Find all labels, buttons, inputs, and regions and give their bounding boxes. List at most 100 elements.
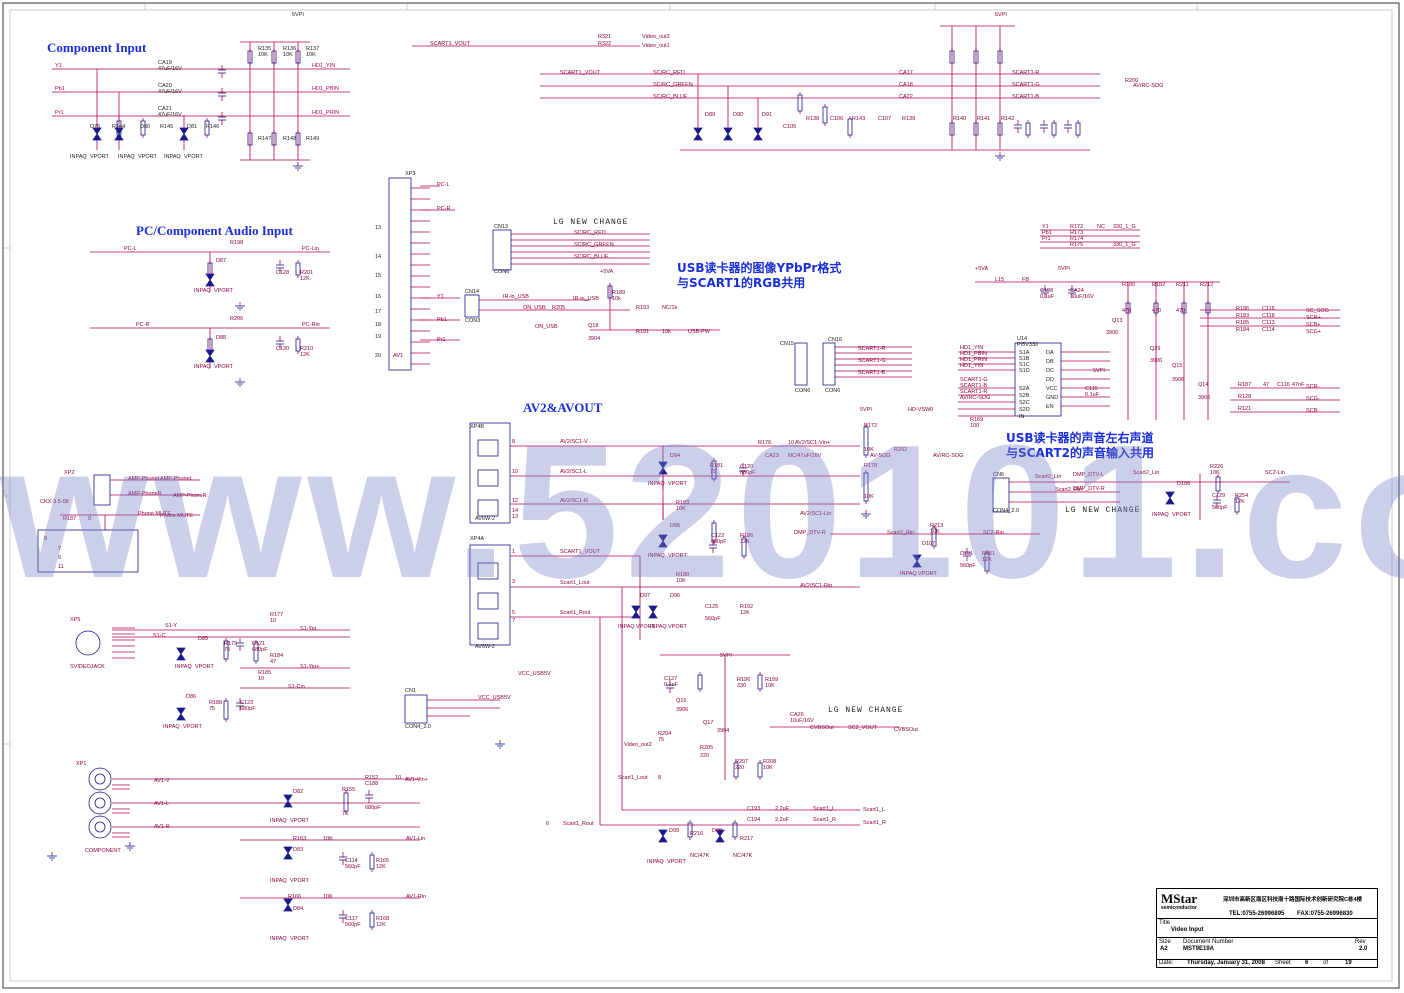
net-label: R135 (258, 46, 271, 52)
tvs-diode (283, 898, 293, 912)
net-label: INPAQ (270, 936, 287, 942)
resistor (271, 132, 277, 146)
net-label: Scart2_Rin (1055, 487, 1082, 493)
net-label: R201 (300, 270, 313, 276)
net-label: 20 (375, 353, 381, 359)
rca-jack (94, 773, 106, 785)
net-label: INPAQ (648, 553, 665, 559)
net-label: PI5V330 (1017, 342, 1038, 348)
net-label: C120 (740, 464, 753, 470)
net-label: D98 (712, 828, 722, 834)
net-label: 8 (658, 775, 661, 781)
net-label: R146 (206, 124, 219, 130)
net-label: R175 (1070, 242, 1083, 248)
net-label: AV6W-2 (475, 516, 495, 522)
net-label: HD1_YIN (960, 363, 983, 369)
net-label: 330_1_G (1113, 242, 1136, 248)
net-label: DMP_DTV-L (1073, 472, 1104, 478)
tvs-diode (631, 605, 641, 619)
section-title-av2-avout: AV2&AVOUT (523, 400, 603, 415)
net-label: R165 (376, 858, 389, 864)
connector-body (469, 422, 511, 524)
net-label: 15 (375, 273, 381, 279)
net-label: 18 (375, 322, 381, 328)
net-label: R190 (676, 572, 689, 578)
date-value: Thursday, January 31, 2008 (1187, 960, 1265, 966)
net-label: 2.2uF (775, 817, 790, 823)
tel: TEL:0755-26996895 (1229, 911, 1285, 917)
net-label: 47uF/16V (158, 89, 182, 95)
lg-new-change-1: LG NEW CHANGE (553, 218, 629, 227)
tvs-diode (658, 461, 668, 475)
net-label: CVBSOut (810, 725, 834, 731)
net-label: 100 (970, 423, 979, 429)
net-label: 680pF (365, 805, 381, 811)
net-label: Phone MUTE (160, 513, 193, 519)
net-label: 9 (58, 555, 61, 561)
resistor (369, 912, 375, 928)
net-label: R183 (1236, 313, 1249, 319)
net-label: IR-in_USB (573, 296, 599, 302)
net-label: INPAQ (1152, 512, 1169, 518)
rca-jack (477, 562, 499, 580)
net-label: SCART1-B (1012, 94, 1039, 100)
rca-jack (88, 791, 112, 815)
net-label: VPORT (138, 154, 157, 160)
net-label: VCC_USB5V (478, 695, 511, 701)
connector-body (992, 477, 1010, 513)
resistor (1051, 122, 1057, 136)
net-label: Scart1_L (813, 806, 835, 812)
note-usb-ypbpr: USB读卡器的图像YPbPr格式 与SCART1的RGB共用 (677, 261, 842, 290)
net-label: 10 (395, 775, 401, 781)
size-label: Size (1159, 939, 1171, 945)
net-label: R216 (690, 831, 703, 837)
net-label: NC (1097, 224, 1105, 230)
net-label: SCART1-R (858, 346, 885, 352)
net-label: R186 (1236, 306, 1249, 312)
tvs-diode (753, 127, 763, 141)
net-label: R193 (636, 305, 649, 311)
net-label: CN6 (993, 472, 1004, 478)
net-label: R191 (636, 329, 649, 335)
net-label: SCART1-G (960, 377, 988, 383)
net-label: CN13 (494, 224, 508, 230)
net-label: SC/RC_BLUE (653, 94, 688, 100)
net-label: Y1 (437, 294, 444, 300)
net-label: C193 (747, 806, 760, 812)
tvs-diode (176, 647, 186, 661)
net-label: AV1-R (154, 824, 170, 830)
net-label: AV/RC-SOG (933, 453, 963, 459)
resistor (607, 285, 613, 299)
net-label: Q16 (676, 698, 686, 704)
net-label: AV2/SC1-L (560, 469, 587, 475)
net-label: SCART1-R (1012, 70, 1039, 76)
resistor (997, 50, 1003, 64)
net-label: HD1_YIN (312, 63, 335, 69)
net-label: R208 (763, 759, 776, 765)
net-label: AV2/SC1-R (560, 498, 588, 504)
component-symbols (37, 50, 1240, 928)
of-value: 19 (1345, 960, 1352, 966)
net-label: R144 (112, 124, 125, 130)
resistor (295, 262, 301, 276)
net-label: C131 (960, 551, 973, 557)
net-label: 10K (864, 494, 874, 500)
net-label: DB (1046, 359, 1054, 365)
net-label: PC-Rin (302, 322, 320, 328)
net-label: 680pF (740, 470, 756, 476)
net-label: CN15 (780, 341, 794, 347)
net-label: VPORT (668, 624, 687, 630)
net-label: VPORT (184, 154, 203, 160)
net-label: 47uF/16V (158, 66, 182, 72)
net-label: R141 (977, 116, 990, 122)
net-label: D79 (90, 124, 100, 130)
resistor (204, 120, 210, 136)
rca-jack (94, 797, 106, 809)
net-label: Scart2_Lin (1035, 474, 1061, 480)
net-label: SC/RC_RED (574, 230, 606, 236)
net-label: 560pF (960, 563, 976, 569)
net-label: R168 (376, 916, 389, 922)
net-label: VCC_USB5V (518, 671, 551, 677)
net-label: INPAQ (118, 154, 135, 160)
net-label: 12 (512, 498, 518, 504)
